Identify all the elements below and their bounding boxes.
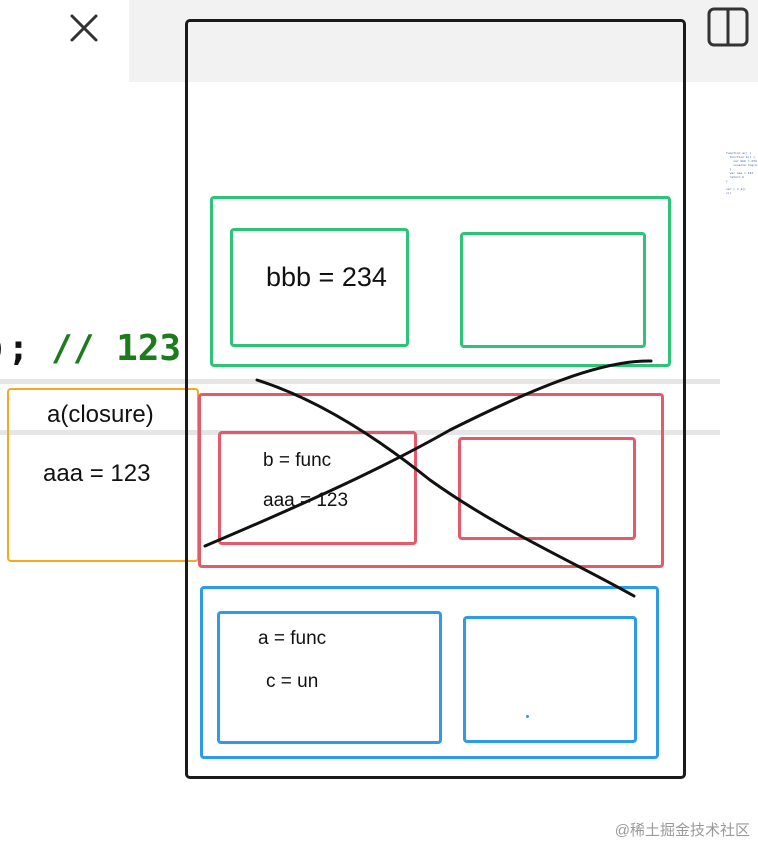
code-comment: // 123 [51,328,182,369]
code-semicolon: ); [0,328,30,369]
split-view-button[interactable] [702,4,754,50]
closure-var: aaa = 123 [43,460,151,487]
red-var-aaa: aaa = 123 [263,490,349,511]
close-icon [70,14,98,42]
code-line: ); // 123 [0,326,181,372]
code-minimap: function a() { function b() { var bbb = … [726,151,757,195]
split-view-icon [707,7,749,47]
green-var-bbb: bbb = 234 [266,262,387,292]
blue-dot [526,715,529,718]
green-variable-box [230,228,409,347]
green-scope-box [460,232,646,348]
blue-var-a: a = func [258,628,327,649]
red-scope-box [458,437,636,540]
call-stack-frame [185,19,686,779]
red-var-b: b = func [263,450,332,471]
red-variable-box [218,431,417,545]
top-toolbar [129,0,758,82]
blue-var-c: c = un [266,671,319,692]
watermark: @稀土掘金技术社区 [614,822,750,839]
blue-variable-box [217,611,442,744]
closure-title: a(closure) [47,401,154,428]
close-button[interactable] [60,6,108,50]
blue-scope-box [463,616,637,743]
